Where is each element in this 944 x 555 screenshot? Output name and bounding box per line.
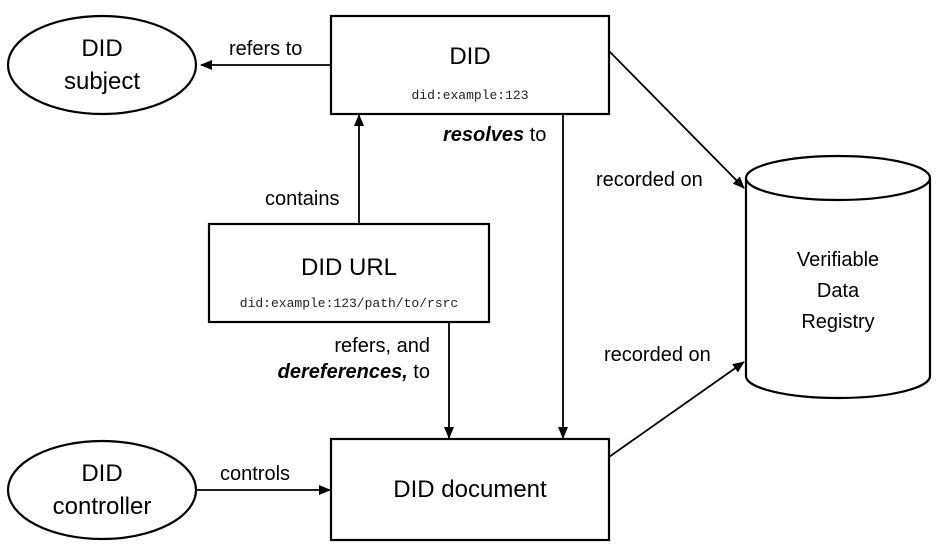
did-example: did:example:123 <box>411 88 529 103</box>
did-subject-line2: subject <box>63 68 141 95</box>
did-url-example: did:example:123/path/to/rsrc <box>239 296 459 311</box>
refers-and-label: refers, and <box>334 335 430 357</box>
contains-label: contains <box>265 188 340 210</box>
registry-line3: Registry <box>801 311 875 333</box>
did-box <box>329 14 611 116</box>
did-controller-line1: DID <box>81 460 123 487</box>
dereferences-tail: to <box>407 361 430 383</box>
registry-cylinder <box>744 154 932 400</box>
resolves-to-label: resolves to <box>443 124 546 147</box>
controls-label: controls <box>220 463 291 485</box>
dereferences-emphasis: dereferences, <box>277 361 408 383</box>
dereferences-to-label: dereferences, to <box>230 361 430 384</box>
refers-to-label: refers to <box>229 38 303 60</box>
recorded-on-bottom-label: recorded on <box>604 344 711 366</box>
did-url-box <box>207 222 491 324</box>
recorded-on-bottom-arrow <box>608 361 745 458</box>
did-url-title: DID URL <box>300 254 397 281</box>
did-controller-line2: controller <box>52 493 152 520</box>
did-document-title: DID document <box>393 476 547 503</box>
did-controller-ellipse <box>6 439 198 541</box>
resolves-tail: to <box>524 124 547 146</box>
resolves-emphasis: resolves <box>443 124 525 146</box>
registry-line1: Verifiable <box>796 249 880 271</box>
did-document-box <box>329 437 611 542</box>
did-title: DID <box>449 43 491 70</box>
recorded-on-top-arrow <box>608 50 745 189</box>
registry-line2: Data <box>816 280 860 302</box>
recorded-on-top-label: recorded on <box>596 169 703 191</box>
did-subject-ellipse <box>6 14 198 116</box>
did-subject-line1: DID <box>81 35 123 62</box>
